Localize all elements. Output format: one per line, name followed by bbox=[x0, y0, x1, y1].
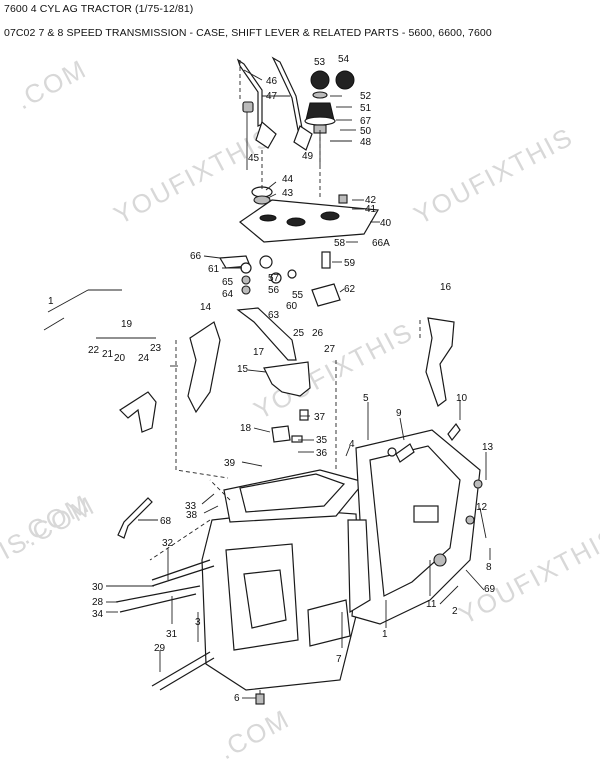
callout-label: 51 bbox=[360, 103, 372, 114]
callout-label: 41 bbox=[365, 204, 377, 215]
callout-label: 39 bbox=[224, 458, 236, 469]
callout-label: 14 bbox=[200, 302, 212, 313]
callout-label: 2 bbox=[452, 606, 458, 617]
callout-label: 29 bbox=[154, 643, 166, 654]
callout-label: 34 bbox=[92, 609, 104, 620]
callout-labels: 53 54 46 52 47 51 67 50 48 45 49 44 43 4… bbox=[48, 54, 496, 704]
callout-label: 17 bbox=[253, 347, 265, 358]
callout-label: 3 bbox=[195, 617, 201, 628]
callout-label: 32 bbox=[162, 538, 174, 549]
callout-label: 8 bbox=[486, 562, 492, 573]
callout-label: 18 bbox=[240, 423, 252, 434]
callout-label: 44 bbox=[282, 174, 294, 185]
diagram-caption: 07C02 7 & 8 SPEED TRANSMISSION - CASE, S… bbox=[4, 27, 492, 39]
callout-label: 19 bbox=[121, 319, 133, 330]
callout-label: 61 bbox=[208, 264, 220, 275]
callout-label: 6 bbox=[234, 693, 240, 704]
callout-label: 59 bbox=[344, 258, 356, 269]
callout-label: 58 bbox=[334, 238, 346, 249]
callout-label: 31 bbox=[166, 629, 178, 640]
watermark-fragment: .COM bbox=[11, 53, 92, 115]
callout-label: 33 bbox=[185, 501, 197, 512]
callout-label: 42 bbox=[365, 195, 377, 206]
callout-label: 12 bbox=[476, 502, 488, 513]
callout-label: 28 bbox=[92, 597, 104, 608]
callout-label: 20 bbox=[114, 353, 126, 364]
transmission-case bbox=[201, 429, 483, 691]
callout-label: 27 bbox=[324, 344, 336, 355]
callout-label: 11 bbox=[426, 599, 437, 610]
callout-label: 35 bbox=[316, 435, 328, 446]
callout-label: 26 bbox=[312, 328, 324, 339]
assembly-guide-lines bbox=[149, 60, 421, 561]
watermark-fragment: YOUFIXTHIS bbox=[409, 121, 578, 230]
watermark-fragment: .COM bbox=[214, 703, 295, 765]
callout-label: 30 bbox=[92, 582, 104, 593]
callout-label: 64 bbox=[222, 289, 234, 300]
watermark-fragment: YOUFIXTHIS bbox=[454, 521, 600, 630]
callout-label: 9 bbox=[396, 408, 402, 419]
callout-label: 1 bbox=[382, 629, 388, 640]
callout-label: 60 bbox=[286, 301, 298, 312]
callout-label: 54 bbox=[338, 54, 350, 65]
callout-label: 4 bbox=[349, 439, 355, 450]
callout-label: 13 bbox=[482, 442, 494, 453]
callout-label: 40 bbox=[380, 218, 392, 229]
callout-label: 22 bbox=[88, 345, 100, 356]
callout-label: 49 bbox=[302, 151, 314, 162]
callout-label: 57 bbox=[268, 273, 280, 284]
callout-label: 5 bbox=[363, 393, 369, 404]
callout-label: 56 bbox=[268, 285, 280, 296]
callout-label: 67 bbox=[360, 116, 372, 127]
callout-label: 65 bbox=[222, 277, 234, 288]
callout-label: 10 bbox=[456, 393, 468, 404]
callout-label: 24 bbox=[138, 353, 150, 364]
callout-label: 68 bbox=[160, 516, 172, 527]
shift-forks bbox=[119, 307, 455, 443]
upper-cover bbox=[239, 186, 379, 243]
callout-label: 15 bbox=[237, 364, 249, 375]
callout-label: 37 bbox=[314, 412, 326, 423]
callout-label: 55 bbox=[292, 290, 304, 301]
callout-label: 7 bbox=[336, 654, 342, 665]
callout-label: 25 bbox=[293, 328, 305, 339]
watermark-fragment: IS.COM bbox=[0, 490, 100, 566]
exploded-parts-diagram: YOUFIXTHIS YOUFIXTHIS YOUFIXTHIS YOUFIXT… bbox=[0, 53, 600, 765]
callout-label: 38 bbox=[186, 510, 198, 521]
leader-lines bbox=[43, 69, 491, 699]
shift-rails-and-pins bbox=[115, 422, 461, 705]
callout-label: 53 bbox=[314, 57, 326, 68]
callout-label: 69 bbox=[484, 584, 496, 595]
interlock-parts bbox=[218, 251, 341, 307]
callout-label: 63 bbox=[268, 310, 280, 321]
callout-label: 48 bbox=[360, 137, 372, 148]
callout-label: 52 bbox=[360, 91, 372, 102]
callout-label: 62 bbox=[344, 284, 356, 295]
callout-label: 66 bbox=[190, 251, 202, 262]
callout-label: 23 bbox=[150, 343, 162, 354]
callout-label: 43 bbox=[282, 188, 294, 199]
callout-label: 47 bbox=[266, 91, 278, 102]
callout-label: 66A bbox=[372, 238, 390, 249]
callout-label: 21 bbox=[102, 349, 114, 360]
callout-label: 50 bbox=[360, 126, 372, 137]
callout-label: 45 bbox=[248, 153, 260, 164]
callout-label: 46 bbox=[266, 76, 278, 87]
page-title: 7600 4 CYL AG TRACTOR (1/75-12/81) bbox=[4, 3, 194, 15]
callout-label: 16 bbox=[440, 282, 452, 293]
callout-label: 1 bbox=[48, 296, 54, 307]
callout-label: 36 bbox=[316, 448, 328, 459]
